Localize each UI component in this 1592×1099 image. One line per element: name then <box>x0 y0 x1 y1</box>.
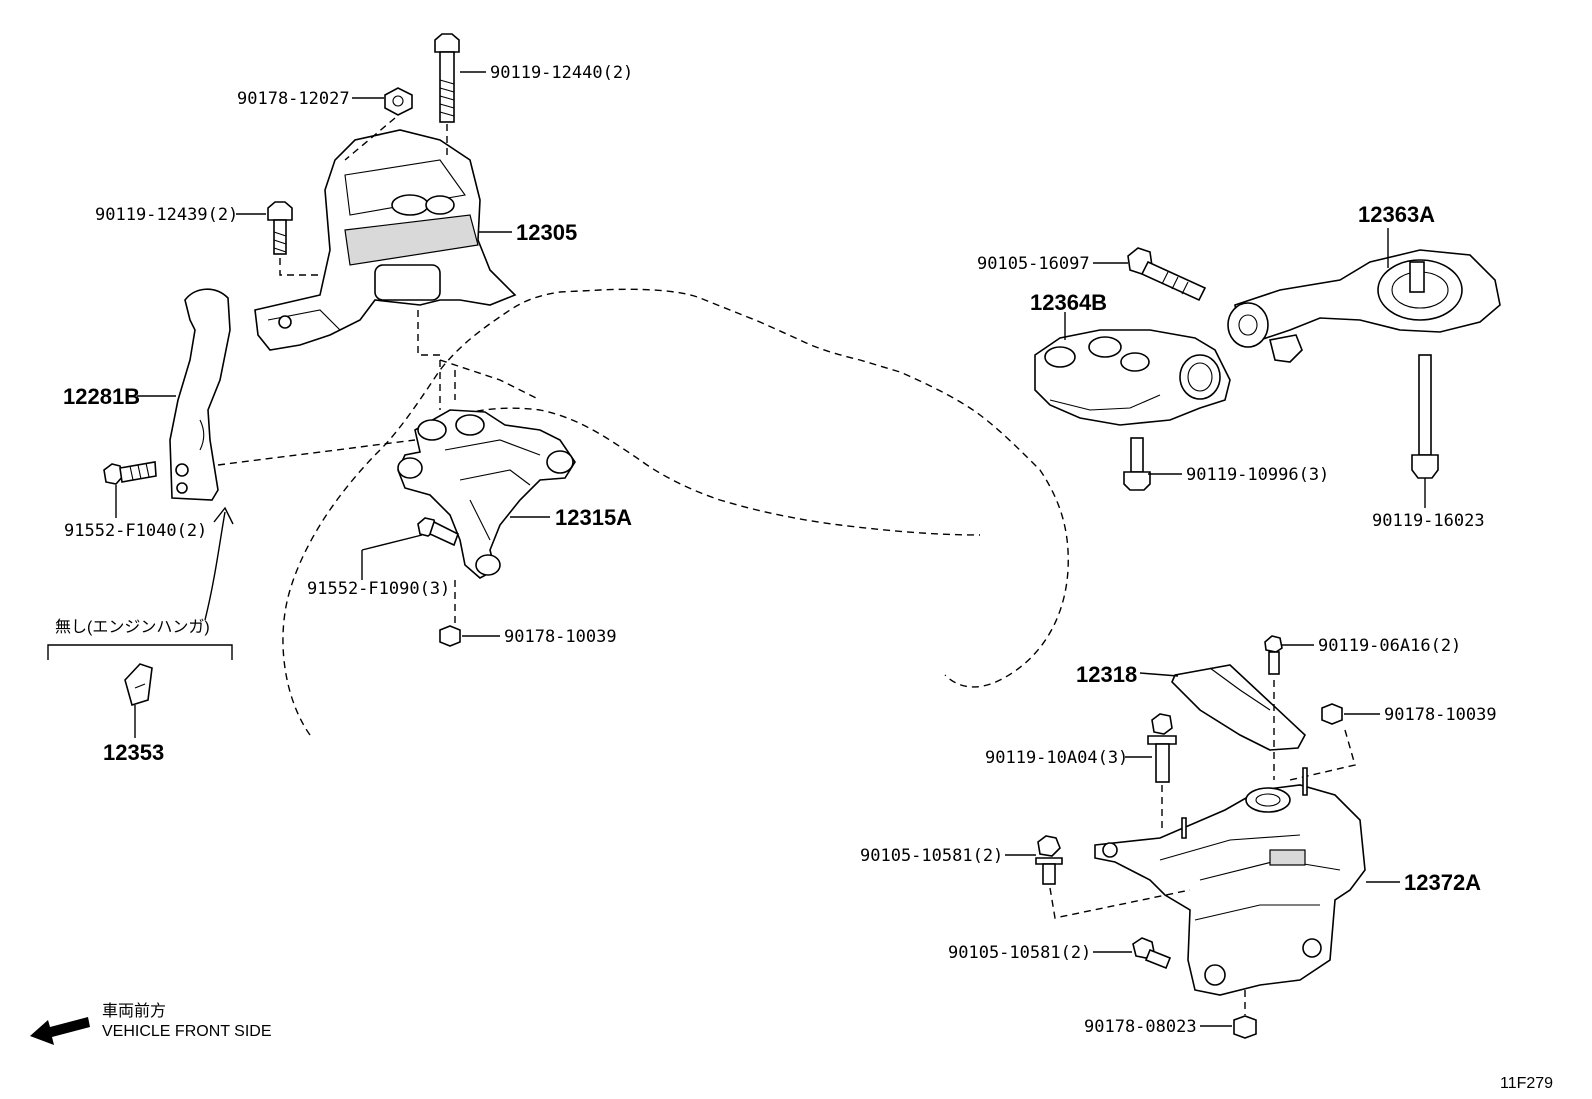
hanger-reference-arrow <box>204 511 226 621</box>
bolt-90119-16023-drawing <box>1411 354 1439 479</box>
part-12353-drawing <box>124 663 153 707</box>
label-12353: 12353 <box>103 740 164 765</box>
bolt-90119-10996-drawing <box>1123 437 1151 491</box>
bolt-90105-16097-drawing <box>1127 247 1207 302</box>
labels: 90119-12440(2) 90178-12027 90119-12439(2… <box>55 63 1497 1037</box>
leader-lines <box>115 71 1426 1027</box>
bolt-90119-06a16-drawing <box>1264 635 1283 675</box>
engine-outline <box>282 288 1069 736</box>
part-12363a-drawing <box>1227 249 1501 363</box>
label-90119-06a16: 90119-06A16(2) <box>1318 636 1461 656</box>
part-12364b-drawing <box>1034 329 1231 426</box>
front-side-en: VEHICLE FRONT SIDE <box>102 1023 272 1040</box>
label-12364b: 12364B <box>1030 290 1107 315</box>
front-side-jp: 車両前方 <box>102 1002 166 1020</box>
label-90119-12439: 90119-12439(2) <box>95 205 238 225</box>
arrow-left-icon <box>30 1017 90 1045</box>
figure-code: 11F279 <box>1500 1075 1553 1092</box>
part-12315a-drawing <box>397 409 576 579</box>
label-90105-10581-a: 90105-10581(2) <box>860 846 1003 866</box>
bolt-91552-f1090-drawing <box>417 517 459 547</box>
label-90119-10a04: 90119-10A04(3) <box>985 748 1128 768</box>
label-90119-12440: 90119-12440(2) <box>490 63 633 83</box>
part-12281b-drawing <box>169 288 231 501</box>
label-90178-10039-b: 90178-10039 <box>1384 705 1497 725</box>
nut-90178-10039-b-drawing <box>1321 703 1343 725</box>
note-no-engine-hanger: 無し(エンジンハンガ) <box>55 618 210 636</box>
label-90105-10581-b: 90105-10581(2) <box>948 943 1091 963</box>
label-90178-12027: 90178-12027 <box>237 89 350 109</box>
label-12363a: 12363A <box>1358 202 1435 227</box>
label-90178-10039-a: 90178-10039 <box>504 627 617 647</box>
label-91552-f1090: 91552-F1090(3) <box>307 579 450 599</box>
vehicle-front-indicator: 車両前方 VEHICLE FRONT SIDE <box>30 1002 272 1045</box>
label-12318: 12318 <box>1076 662 1137 687</box>
label-90178-08023: 90178-08023 <box>1084 1017 1197 1037</box>
part-12305-drawing <box>254 129 517 351</box>
label-91552-f1040: 91552-F1040(2) <box>64 521 207 541</box>
nut-90178-08023-drawing <box>1233 1015 1257 1039</box>
label-12305: 12305 <box>516 220 577 245</box>
part-12318-drawing <box>1171 664 1306 751</box>
label-12372a: 12372A <box>1404 870 1481 895</box>
label-90105-16097: 90105-16097 <box>977 254 1090 274</box>
bolt-91552-f1040-drawing <box>103 461 157 485</box>
label-90119-16023: 90119-16023 <box>1372 511 1485 531</box>
bolt-90105-10581-a-drawing <box>1035 835 1063 885</box>
label-12315a: 12315A <box>555 505 632 530</box>
bolt-90119-12440-drawing <box>434 33 460 123</box>
label-12281b: 12281B <box>63 384 140 409</box>
part-12372a-drawing <box>1094 767 1366 996</box>
bolt-90105-10581-b-drawing <box>1132 937 1172 970</box>
bolt-90119-12439-drawing <box>267 201 293 255</box>
label-90119-10996: 90119-10996(3) <box>1186 465 1329 485</box>
nut-90178-12027-drawing <box>384 87 413 116</box>
nut-90178-10039-a-drawing <box>439 625 461 647</box>
bolt-90119-10a04-drawing <box>1147 713 1177 783</box>
